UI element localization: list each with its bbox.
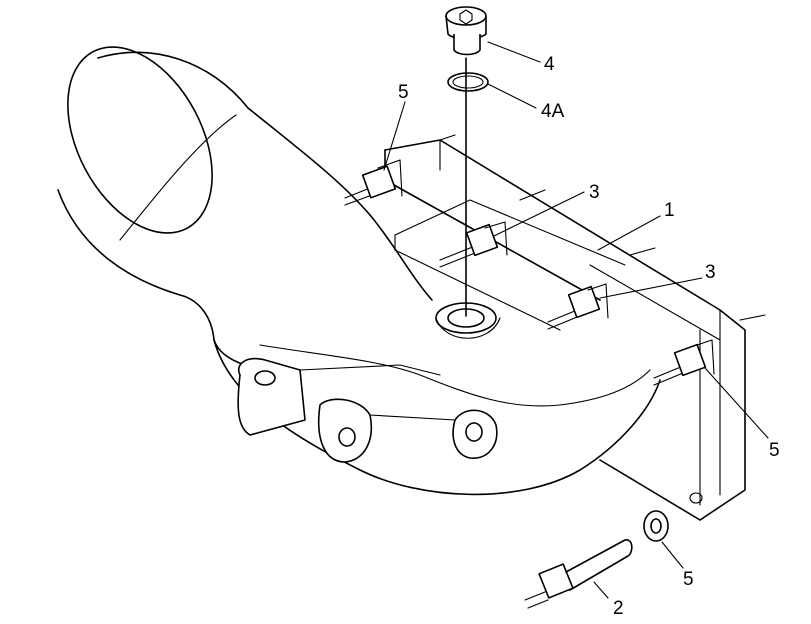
o-ring [447, 72, 489, 92]
callout-4: 4 [544, 54, 555, 75]
callout-1: 1 [664, 200, 675, 221]
stud-nut-bottom-right [653, 339, 715, 386]
callout-5-bottom: 5 [683, 569, 694, 590]
stud-ends [439, 134, 766, 321]
loose-washer [643, 510, 669, 542]
callout-3-right: 3 [705, 262, 716, 283]
plug [445, 6, 487, 56]
callout-5-top: 5 [398, 82, 409, 103]
callout-3-center: 3 [589, 182, 600, 203]
flange-plate [384, 139, 746, 521]
loose-stud [524, 539, 633, 609]
callout-2: 2 [613, 598, 624, 619]
elbow-housing [57, 46, 661, 496]
stud-nut-center [439, 221, 508, 268]
leader-lines [383, 41, 769, 599]
callout-5-right: 5 [769, 440, 780, 461]
stud-nut-top-left [344, 159, 403, 206]
center-port [435, 302, 501, 339]
callout-4a: 4A [541, 101, 565, 122]
stud-nut-right [547, 283, 609, 330]
